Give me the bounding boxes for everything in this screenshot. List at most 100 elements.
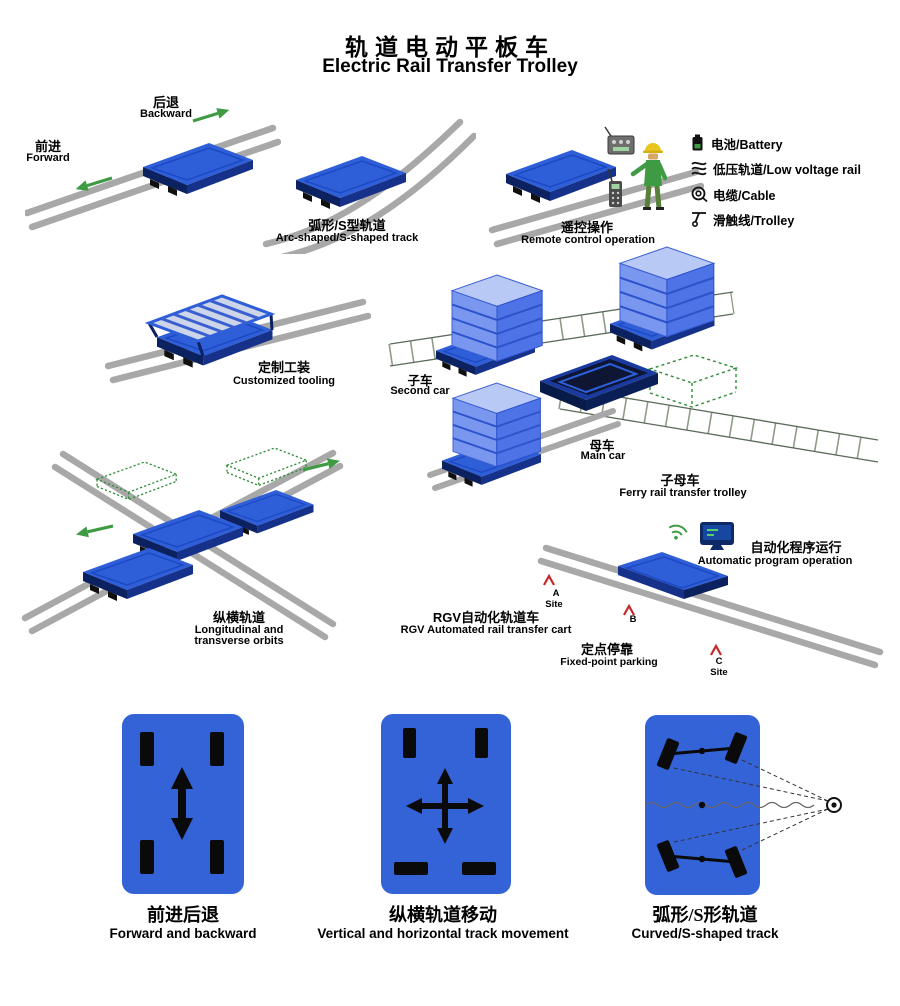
wifi-icon — [668, 524, 688, 540]
legend-low-voltage-label: 低压轨道/Low voltage rail — [713, 162, 861, 177]
card-cross-movement — [381, 714, 511, 894]
legend-item-battery: 电池/Battery — [690, 133, 783, 153]
wheel-pad — [403, 728, 416, 758]
card1-label-en: Forward and backward — [109, 926, 257, 941]
label-main-car-en: Main car — [580, 450, 626, 462]
legend-item-trolley-line: 滑触线/Trolley — [690, 209, 794, 229]
card3-label-zh: 弧形/S形轨道 — [652, 905, 758, 925]
site-a-letter: A — [552, 588, 560, 599]
wheel-pad — [210, 732, 224, 766]
label-main-car-zh: 母车 — [589, 439, 615, 453]
wheel-pad — [475, 728, 488, 758]
wheel-pad — [394, 862, 428, 875]
direction-arrow-icon — [73, 519, 116, 542]
label-orbits-zh: 纵横轨道 — [212, 610, 265, 625]
main-title-zh: 轨道电动平板车 — [345, 34, 555, 60]
monitor-icon — [700, 522, 734, 550]
cargo-rack — [452, 382, 542, 468]
label-remote-zh: 遥控操作 — [560, 220, 613, 235]
card-forward-backward — [122, 714, 244, 894]
axle-center-dot — [698, 855, 706, 863]
legend-trolley-line-label: 滑触线/Trolley — [713, 213, 795, 228]
wheel-pad — [140, 732, 154, 766]
label-rgv-en: RGV Automated rail transfer cart — [400, 624, 572, 636]
label-parking-zh: 定点停靠 — [580, 642, 633, 657]
label-ferry-zh: 子母车 — [660, 473, 700, 488]
wheel-pad — [462, 862, 496, 875]
label-tooling-en: Customized tooling — [232, 375, 336, 387]
label-second-car-zh: 子车 — [407, 374, 433, 388]
legend-cable-label: 电缆/Cable — [713, 188, 776, 203]
label-remote-en: Remote control operation — [521, 234, 655, 246]
handheld-remote-icon — [607, 168, 622, 207]
curve-center-line — [645, 801, 815, 809]
radius-guide-line — [741, 759, 829, 802]
label-auto-program-en: Automatic program operation — [697, 555, 853, 567]
cargo-rack — [451, 274, 544, 363]
forward-backward-illustration — [25, 103, 281, 231]
label-orbits-en2: transverse orbits — [194, 635, 284, 647]
site-c-letter: C — [715, 656, 723, 667]
control-panel-icon — [604, 126, 635, 155]
arc-track-illustration — [262, 118, 476, 254]
label-tooling-zh: 定制工装 — [257, 360, 310, 375]
label-parking-en: Fixed-point parking — [560, 656, 658, 668]
label-forward-en: Forward — [26, 152, 70, 164]
low-voltage-rail-icon — [691, 161, 707, 176]
radius-guide-line — [673, 808, 829, 843]
angled-wheel-pad — [724, 732, 748, 764]
straight-rail — [493, 182, 704, 248]
site-marker-a-icon — [542, 574, 556, 587]
vertical-double-arrow-icon — [171, 767, 193, 840]
label-second-car-en: Second car — [390, 385, 450, 397]
label-backward-zh: 后退 — [152, 95, 179, 110]
trolley-line-icon — [691, 212, 706, 228]
straight-rail — [542, 544, 884, 656]
card1-label-zh: 前进后退 — [147, 905, 219, 925]
card3-label-en: Curved/S-shaped track — [631, 926, 779, 941]
legend-item-low-voltage-rail: 低压轨道/Low voltage rail — [690, 158, 861, 178]
card2-label-en: Vertical and horizontal track movement — [317, 926, 569, 941]
wheel-pad — [210, 840, 224, 874]
straight-rail — [488, 168, 700, 234]
curved-rail — [280, 132, 476, 254]
label-forward-zh: 前进 — [34, 139, 61, 154]
angled-wheel-pad — [656, 738, 680, 770]
turn-center-target-icon — [826, 797, 842, 813]
label-auto-program-zh: 自动化程序运行 — [750, 540, 842, 555]
ghost-position-outline — [649, 354, 737, 408]
radius-guide-line — [741, 808, 829, 851]
label-arc-zh: 弧形/S型轨道 — [308, 218, 386, 233]
four-way-arrow-icon — [406, 768, 484, 844]
wheel-pad — [140, 840, 154, 874]
card2-label-zh: 纵横轨道移动 — [389, 905, 497, 925]
site-marker-c-icon — [709, 644, 723, 657]
site-b-letter: B — [629, 614, 637, 625]
ghost-position-outline — [226, 447, 307, 487]
trolley-graphic — [505, 149, 617, 204]
remote-operation-illustration — [488, 126, 704, 248]
label-ferry-en: Ferry rail transfer trolley — [619, 487, 747, 499]
cargo-rack — [618, 245, 715, 338]
ferry-system-illustration — [388, 245, 880, 491]
label-orbits-en1: Longitudinal and — [194, 624, 284, 636]
crossing-orbits-illustration — [21, 447, 344, 641]
label-rgv-zh: RGV自动化轨道车 — [432, 610, 540, 625]
radius-guide-line — [673, 767, 829, 802]
operator-figure — [630, 143, 668, 210]
tooling-bed — [144, 294, 276, 357]
fixed-point-parking-illustration — [537, 522, 884, 669]
card-curved-track — [645, 715, 842, 895]
legend-item-cable: 电缆/Cable — [690, 184, 776, 204]
angled-wheel-pad — [724, 846, 748, 878]
cable-icon — [691, 186, 708, 203]
customized-tooling-illustration — [105, 294, 371, 384]
axle-center-dot — [698, 747, 706, 755]
straight-rail — [537, 557, 879, 669]
main-title-en: Electric Rail Transfer Trolley — [322, 56, 578, 77]
battery-icon — [692, 134, 703, 151]
legend-battery-label: 电池/Battery — [711, 137, 783, 152]
label-arc-en: Arc-shaped/S-shaped track — [275, 232, 419, 244]
trolley-graphic — [142, 142, 254, 197]
